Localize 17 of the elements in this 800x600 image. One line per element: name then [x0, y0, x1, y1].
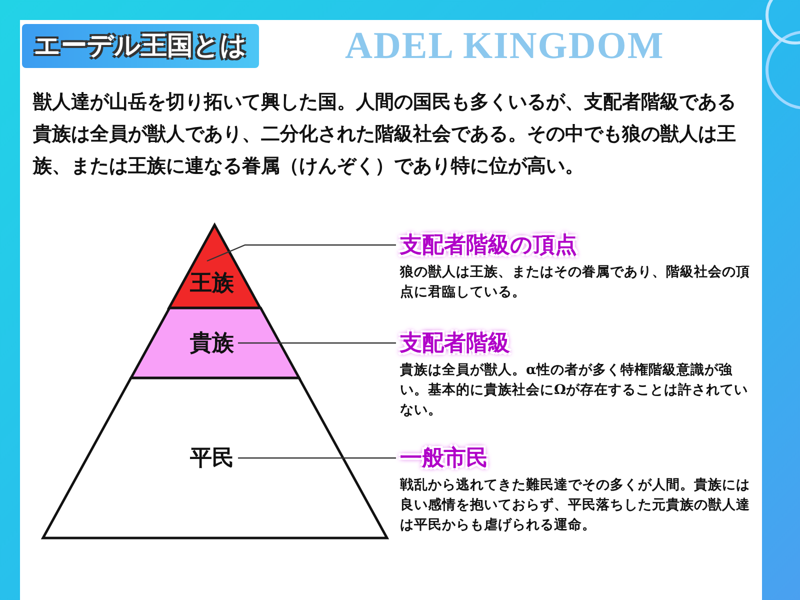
- heading-text: ADEL KINGDOM: [345, 24, 664, 68]
- pyramid-base-tier: [43, 378, 387, 538]
- tier-label: 平民: [190, 444, 234, 473]
- leader-line: [238, 342, 396, 344]
- tier-heading: 支配者階級: [400, 329, 510, 358]
- description-text: 狼の獣人は王族、またはその眷属であり、階級社会の頂点に君臨している。: [400, 263, 750, 302]
- leader-line: [206, 244, 396, 262]
- leader-line: [238, 457, 396, 459]
- tier-heading: 支配者階級の頂点: [400, 231, 577, 260]
- intro-paragraph: 獣人達が山岳を切り拓いて興した国。人間の国民も多くいるが、支配者階級である貴族は全員が獣人であり、二分化された階級社会である。その中でも狼の獣人は王族、または王族に連なる眷属（けんぞく）であり特に位が高い。: [33, 90, 737, 179]
- description-text: 貴族は全員が獣人。α性の者が多く特権階級意識が強い。基本的に貴族社会にΩが存在することは許されていない。: [400, 361, 750, 420]
- pyramid-top-tier: [169, 225, 261, 308]
- title-tab: エーデル王国とは: [22, 24, 259, 68]
- tier-label: 王族: [190, 269, 234, 298]
- description-text: 戦乱から逃れてきた難民達でその多くが人間。貴族には良い感情を抱いておらず、平民落ちした元貴族の獣人達は平民からも虐げられる運命。: [400, 476, 750, 535]
- tier-label: 貴族: [190, 329, 234, 358]
- tier-heading: 一般市民: [400, 444, 488, 473]
